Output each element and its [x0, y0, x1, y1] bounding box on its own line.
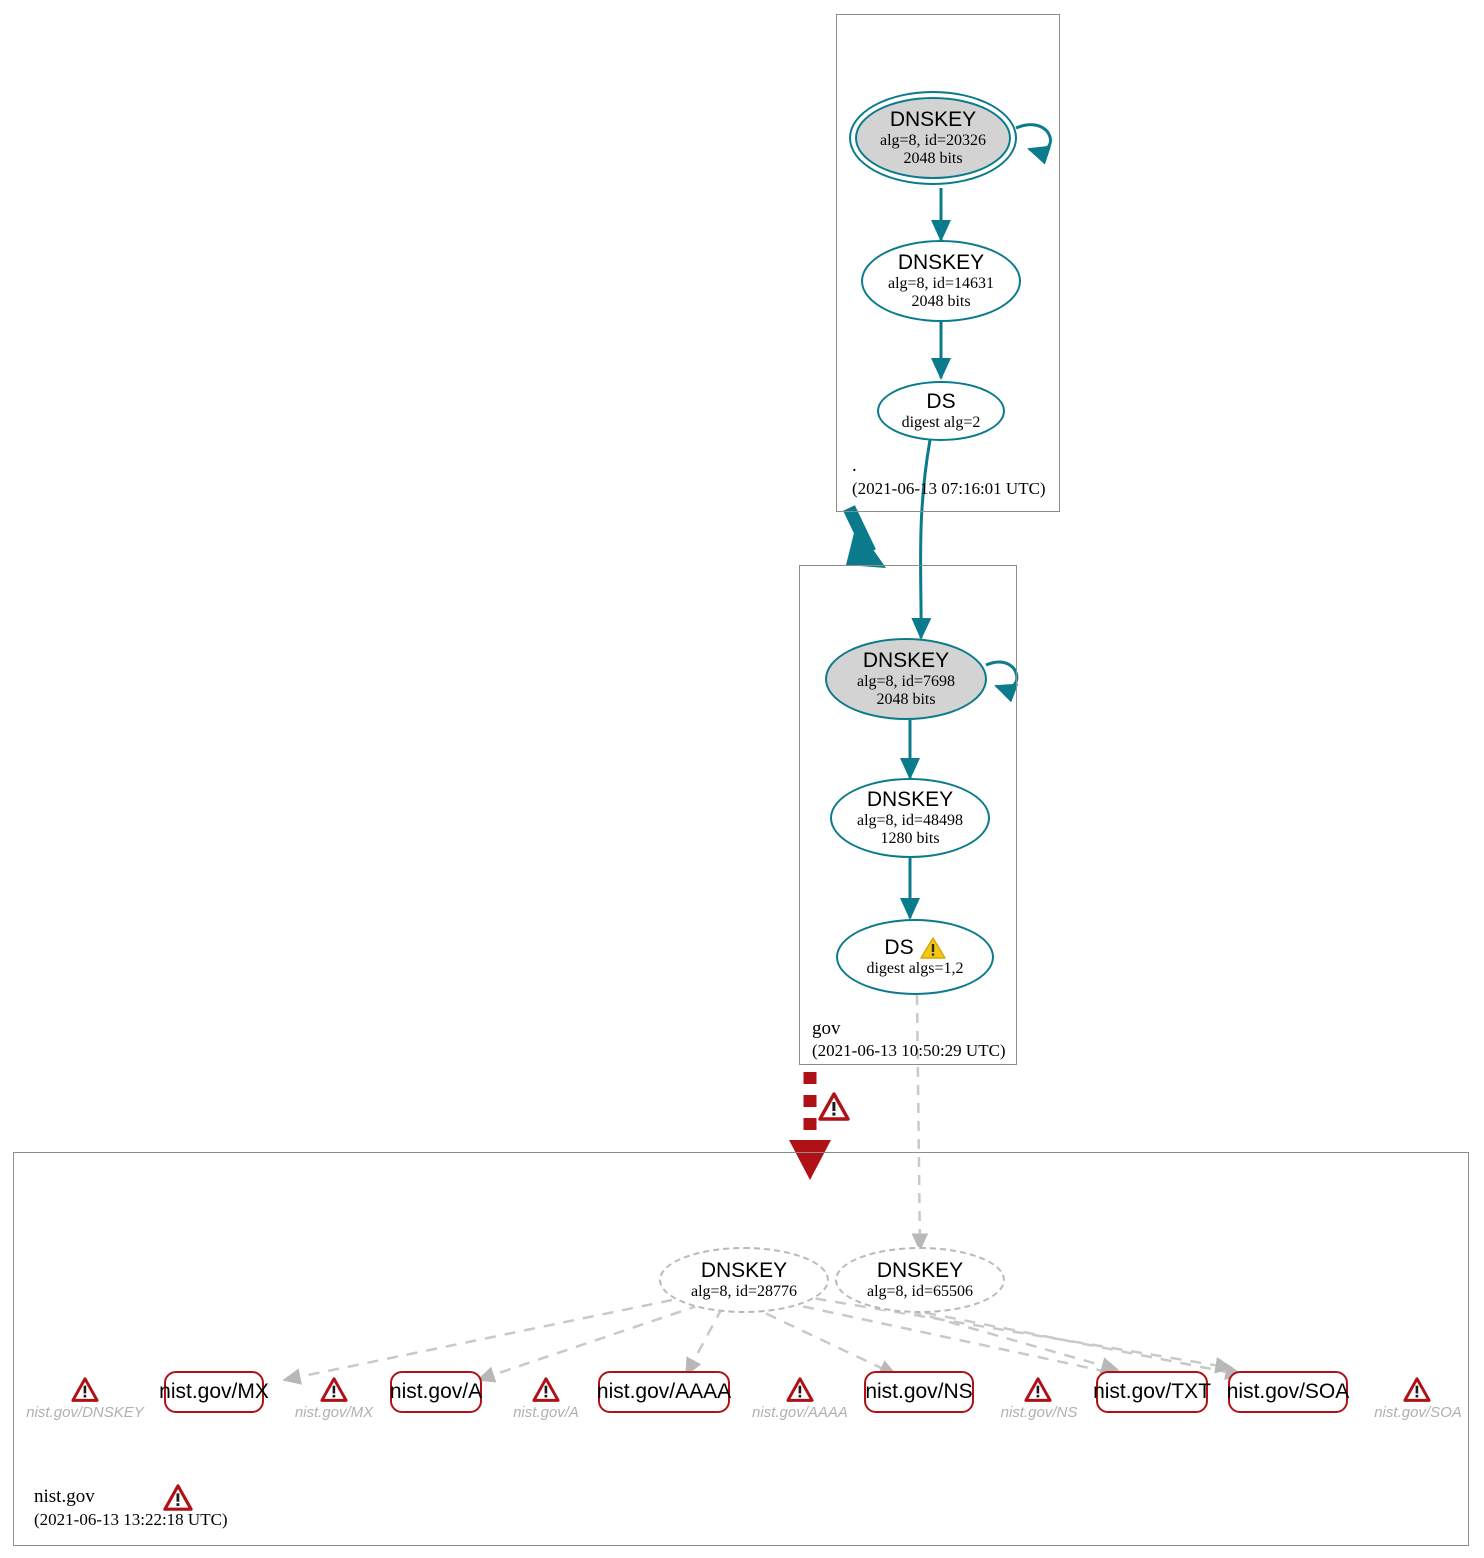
node-title: DNSKEY [876, 1259, 964, 1283]
edge-key-28776-to-rr-aaaa [684, 1307, 724, 1377]
node-root-dnskey-14631[interactable]: DNSKEY alg=8, id=14631 2048 bits [861, 240, 1021, 322]
error-triangle-icon-nist-gov-aaaa [786, 1377, 814, 1408]
node-title: DNSKEY [889, 108, 977, 132]
zone-box-gov [799, 565, 1017, 1065]
node-subtitle-alg-id: alg=8, id=65506 [866, 1282, 974, 1300]
node-title: DNSKEY [866, 788, 954, 812]
zone-box-nist-gov [13, 1152, 1469, 1546]
node-title: DS [926, 390, 956, 414]
node-subtitle-alg-id: alg=8, id=28776 [690, 1282, 798, 1300]
error-label-nist-gov-ns: nist.gov/NS [1000, 1404, 1078, 1421]
zone-label-nist-gov-name: nist.gov [34, 1486, 95, 1507]
rrset-box-nist-gov-mx[interactable]: nist.gov/MX [159, 1371, 269, 1413]
zone-label-root-timestamp: (2021-06-13 07:16:01 UTC) [852, 479, 1046, 498]
node-nist-dnskey-28776[interactable]: DNSKEY alg=8, id=28776 [659, 1247, 829, 1313]
edge-key-65506-to-rr-soa [885, 1303, 1244, 1380]
error-triangle-icon-nist-gov-ns [1024, 1377, 1052, 1408]
root-ksk-outer-ring [849, 91, 1017, 185]
edge-key-28776-to-rr-soa [775, 1290, 1234, 1374]
error-label-nist-gov-mx: nist.gov/MX [294, 1404, 374, 1421]
node-root-dnskey-20326[interactable]: DNSKEY alg=8, id=20326 2048 bits [855, 97, 1011, 179]
node-subtitle-digest-alg: digest alg=2 [901, 413, 981, 431]
error-label-nist-gov-soa: nist.gov/SOA [1374, 1404, 1462, 1421]
edge-key-28776-to-rr-txt [763, 1296, 1124, 1380]
error-label-nist-gov-dnskey: nist.gov/DNSKEY [26, 1404, 144, 1421]
error-triangle-icon-nist-gov-dnskey [71, 1377, 99, 1408]
node-subtitle-keysize: 2048 bits [903, 149, 963, 167]
node-subtitle-keysize: 1280 bits [880, 829, 940, 847]
node-title: DNSKEY [897, 251, 985, 275]
error-triangle-icon-nist-gov-a [532, 1377, 560, 1408]
zone-label-gov-timestamp: (2021-06-13 10:50:29 UTC) [812, 1041, 1006, 1060]
edge-root-ds-to-gov-ksk [911, 439, 932, 640]
node-subtitle-alg-id: alg=8, id=20326 [879, 131, 987, 149]
rrset-box-nist-gov-aaaa[interactable]: nist.gov/AAAA [597, 1371, 731, 1413]
node-subtitle-keysize: 2048 bits [911, 292, 971, 310]
edge-gov-zone-to-nist-zone-bogus [789, 1072, 831, 1180]
node-subtitle-alg-id: alg=8, id=7698 [856, 672, 956, 690]
error-label-nist-gov-a: nist.gov/A [513, 1404, 579, 1421]
error-label-nist-gov-aaaa: nist.gov/AAAA [752, 1404, 848, 1421]
zone-label-nist-gov-timestamp: (2021-06-13 13:22:18 UTC) [34, 1510, 228, 1529]
node-root-ds[interactable]: DS digest alg=2 [877, 381, 1005, 441]
zone-label-root-name: . [852, 455, 857, 476]
edge-root-zone-to-gov-zone-trust [843, 505, 886, 568]
error-triangle-icon-bogus-delegation [818, 1092, 850, 1127]
node-subtitle-alg-id: alg=8, id=48498 [856, 811, 964, 829]
rrset-box-nist-gov-a[interactable]: nist.gov/A [390, 1371, 482, 1413]
node-title: DS [884, 936, 914, 960]
node-subtitle-keysize: 2048 bits [876, 690, 936, 708]
node-title: DNSKEY [862, 649, 950, 673]
node-nist-dnskey-65506[interactable]: DNSKEY alg=8, id=65506 [835, 1247, 1005, 1313]
node-title: DNSKEY [700, 1259, 788, 1283]
error-triangle-icon-zone-nist-gov [163, 1484, 193, 1517]
edge-key-28776-to-rr-mx [282, 1298, 673, 1385]
error-triangle-icon-nist-gov-soa [1403, 1377, 1431, 1408]
zone-label-gov-name: gov [812, 1018, 841, 1039]
edge-key-28776-to-rr-ns [747, 1303, 898, 1377]
node-gov-dnskey-7698[interactable]: DNSKEY alg=8, id=7698 2048 bits [825, 638, 987, 720]
node-gov-dnskey-48498[interactable]: DNSKEY alg=8, id=48498 1280 bits [830, 778, 990, 858]
rrset-box-nist-gov-txt[interactable]: nist.gov/TXT [1093, 1371, 1211, 1413]
warning-triangle-icon [919, 936, 946, 960]
node-subtitle-alg-id: alg=8, id=14631 [887, 274, 995, 292]
rrset-box-nist-gov-ns[interactable]: nist.gov/NS [864, 1371, 974, 1413]
node-subtitle-digest-algs: digest algs=1,2 [866, 960, 964, 978]
node-gov-ds[interactable]: DS digest algs=1,2 [836, 919, 994, 995]
edge-root-ksk-self-loop [1015, 123, 1052, 165]
rrset-box-nist-gov-soa[interactable]: nist.gov/SOA [1227, 1371, 1349, 1413]
error-triangle-icon-nist-gov-mx [320, 1377, 348, 1408]
zone-box-root [836, 14, 1060, 512]
edge-gov-ds-to-nist-key-65506 [911, 994, 929, 1252]
